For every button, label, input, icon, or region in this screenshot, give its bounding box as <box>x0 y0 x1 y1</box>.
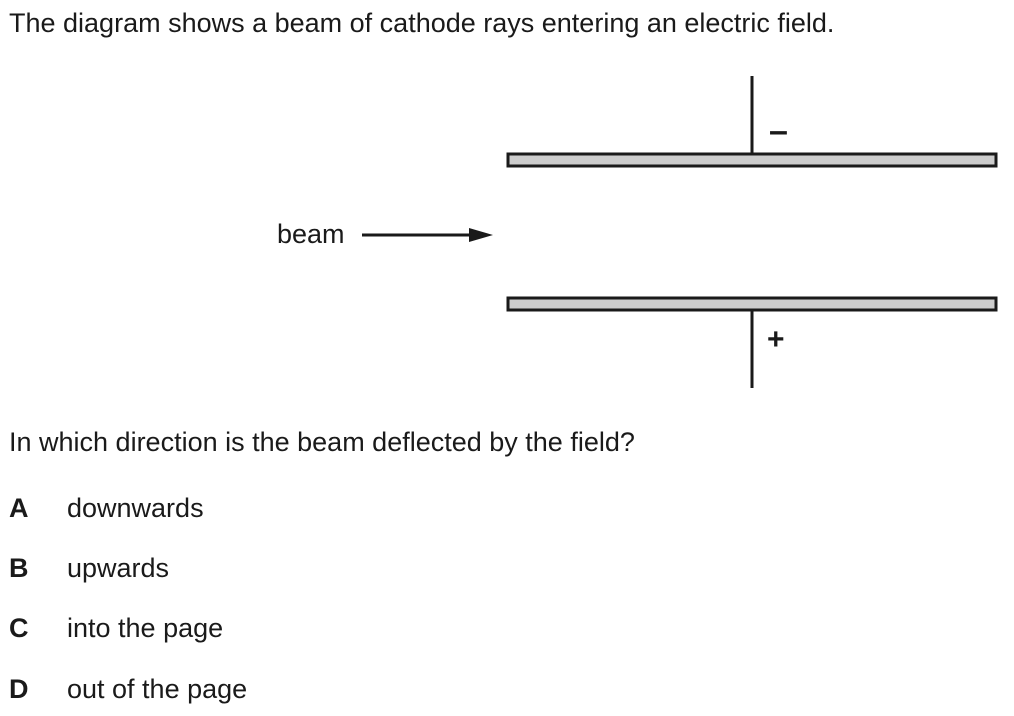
beam-label: beam <box>277 219 345 249</box>
question-text: In which direction is the beam deflected… <box>9 427 635 457</box>
top-plate <box>506 152 998 168</box>
electric-field-diagram: – beam + <box>277 76 998 388</box>
option-letter: A <box>9 493 29 523</box>
option-text: downwards <box>67 493 204 523</box>
option-letter: B <box>9 553 29 583</box>
option-text: into the page <box>67 613 224 643</box>
negative-sign: – <box>769 112 788 150</box>
positive-sign: + <box>767 323 785 356</box>
option-letter: C <box>9 613 29 643</box>
option-letter: D <box>9 674 29 704</box>
bottom-plate <box>506 296 998 312</box>
option-text: upwards <box>67 553 170 583</box>
option-text: out of the page <box>67 674 248 704</box>
beam-arrow-head <box>469 228 493 242</box>
intro-text: The diagram shows a beam of cathode rays… <box>9 8 835 38</box>
